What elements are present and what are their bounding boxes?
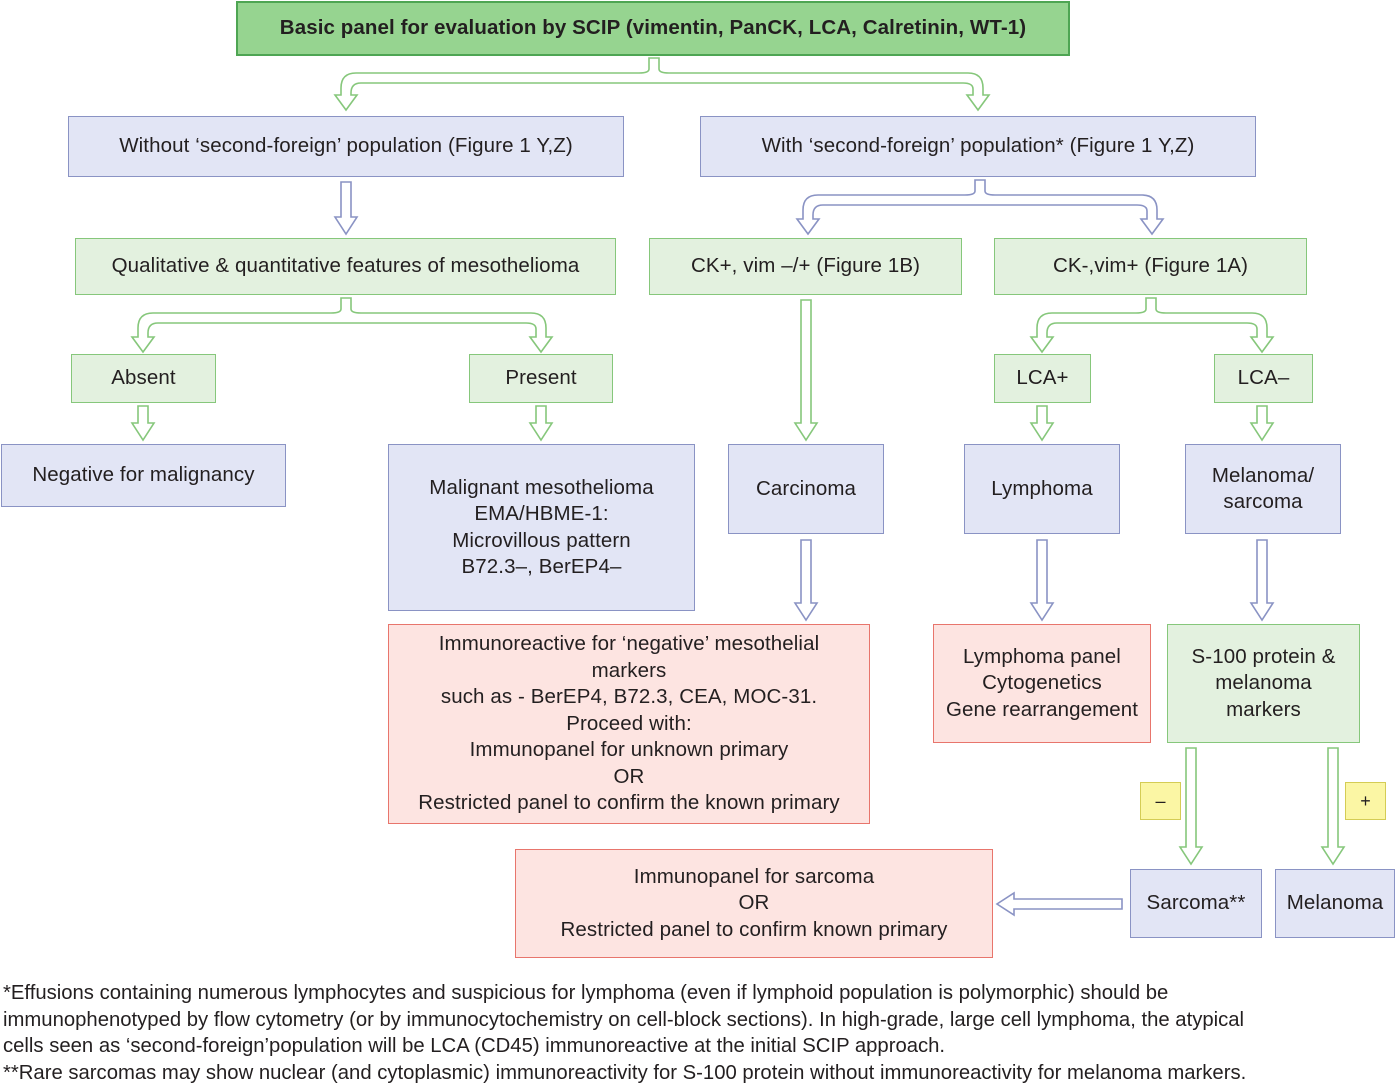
with-population-text: With ‘second-foreign’ population* (Figur… (762, 133, 1195, 160)
footnote-line: cells seen as ‘second-foreign’population… (3, 1033, 1393, 1060)
absent-text: Absent (111, 365, 175, 392)
lymphoma-text: Lymphoma (991, 476, 1092, 503)
down-arrow (1031, 406, 1053, 440)
immunoreactive-line: Proceed with: (566, 711, 692, 738)
mesothelioma-line: Malignant mesothelioma (429, 475, 653, 502)
negative-result-badge: – (1140, 782, 1181, 820)
title-text: Basic panel for evaluation by SCIP (vime… (280, 15, 1026, 42)
melanoma-box: Melanoma (1275, 869, 1395, 938)
down-arrow (1180, 748, 1202, 864)
absent-box: Absent (71, 354, 216, 403)
sarcoma-panel-box: Immunopanel for sarcoma OR Restricted pa… (515, 849, 993, 958)
s100-line: S-100 protein & (1192, 644, 1336, 671)
immunoreactive-box: Immunoreactive for ‘negative’ mesothelia… (388, 624, 870, 824)
split-arrow (132, 298, 552, 352)
down-arrow (1251, 540, 1273, 620)
ck-positive-box: CK+, vim –/+ (Figure 1B) (649, 238, 962, 295)
minus-text: – (1155, 788, 1165, 815)
immunoreactive-line: Immunoreactive for ‘negative’ mesothelia… (439, 631, 820, 658)
lca-negative-box: LCA– (1214, 354, 1313, 403)
down-arrow (530, 406, 552, 440)
without-population-text: Without ‘second-foreign’ population (Fig… (119, 133, 573, 160)
positive-result-badge: + (1345, 782, 1386, 820)
title-box: Basic panel for evaluation by SCIP (vime… (236, 1, 1070, 56)
immunoreactive-line: such as - BerEP4, B72.3, CEA, MOC-31. (441, 684, 817, 711)
melanoma-sarcoma-line: Melanoma/ (1212, 463, 1314, 490)
without-population-box: Without ‘second-foreign’ population (Fig… (68, 116, 624, 177)
sarcoma-text: Sarcoma** (1147, 890, 1246, 917)
immunoreactive-line: Restricted panel to confirm the known pr… (418, 790, 840, 817)
mesothelioma-box: Malignant mesothelioma EMA/HBME-1: Micro… (388, 444, 695, 611)
sarcoma-box: Sarcoma** (1130, 869, 1262, 938)
split-arrow (797, 180, 1163, 234)
mesothelioma-line: B72.3–, BerEP4– (462, 554, 622, 581)
split-arrow (335, 58, 989, 110)
carcinoma-box: Carcinoma (728, 444, 884, 534)
down-arrow (795, 540, 817, 620)
immunoreactive-line: Immunopanel for unknown primary (470, 737, 789, 764)
down-arrow (132, 406, 154, 440)
melanoma-text: Melanoma (1287, 890, 1384, 917)
s100-line: melanoma (1215, 670, 1312, 697)
lymphoma-panel-line: Gene rearrangement (946, 697, 1138, 724)
melanoma-sarcoma-box: Melanoma/ sarcoma (1185, 444, 1341, 534)
down-arrow (1031, 540, 1053, 620)
footnotes: *Effusions containing numerous lymphocyt… (3, 980, 1393, 1086)
lca-positive-box: LCA+ (994, 354, 1091, 403)
down-arrow (795, 300, 817, 440)
features-text: Qualitative & quantitative features of m… (112, 253, 580, 280)
lca-negative-text: LCA– (1238, 365, 1290, 392)
negative-malignancy-box: Negative for malignancy (1, 444, 286, 507)
with-population-box: With ‘second-foreign’ population* (Figur… (700, 116, 1256, 177)
sarcoma-panel-line: Immunopanel for sarcoma (634, 864, 874, 891)
lca-positive-text: LCA+ (1016, 365, 1068, 392)
immunoreactive-line: OR (614, 764, 645, 791)
sarcoma-panel-line: Restricted panel to confirm known primar… (561, 917, 948, 944)
melanoma-sarcoma-line: sarcoma (1223, 489, 1302, 516)
features-box: Qualitative & quantitative features of m… (75, 238, 616, 295)
s100-box: S-100 protein & melanoma markers (1167, 624, 1360, 743)
split-arrow (1031, 298, 1273, 352)
present-text: Present (505, 365, 576, 392)
carcinoma-text: Carcinoma (756, 476, 856, 503)
mesothelioma-line: EMA/HBME-1: (474, 501, 608, 528)
immunoreactive-line: markers (592, 658, 667, 685)
footnote-line: immunophenotyped by flow cytometry (or b… (3, 1007, 1393, 1034)
ck-negative-box: CK-,vim+ (Figure 1A) (994, 238, 1307, 295)
down-arrow (335, 182, 357, 234)
ck-positive-text: CK+, vim –/+ (Figure 1B) (691, 253, 920, 280)
lymphoma-box: Lymphoma (964, 444, 1120, 534)
plus-text: + (1360, 788, 1371, 815)
left-arrow (997, 893, 1122, 915)
lymphoma-panel-line: Cytogenetics (982, 670, 1102, 697)
s100-line: markers (1226, 697, 1301, 724)
down-arrow (1322, 748, 1344, 864)
lymphoma-panel-line: Lymphoma panel (963, 644, 1121, 671)
down-arrow (1251, 406, 1273, 440)
ck-negative-text: CK-,vim+ (Figure 1A) (1053, 253, 1248, 280)
sarcoma-panel-line: OR (739, 890, 770, 917)
negative-malignancy-text: Negative for malignancy (32, 462, 254, 489)
footnote-line: **Rare sarcomas may show nuclear (and cy… (3, 1060, 1393, 1086)
lymphoma-panel-box: Lymphoma panel Cytogenetics Gene rearran… (933, 624, 1151, 743)
present-box: Present (469, 354, 613, 403)
mesothelioma-line: Microvillous pattern (452, 528, 631, 555)
footnote-line: *Effusions containing numerous lymphocyt… (3, 980, 1393, 1007)
